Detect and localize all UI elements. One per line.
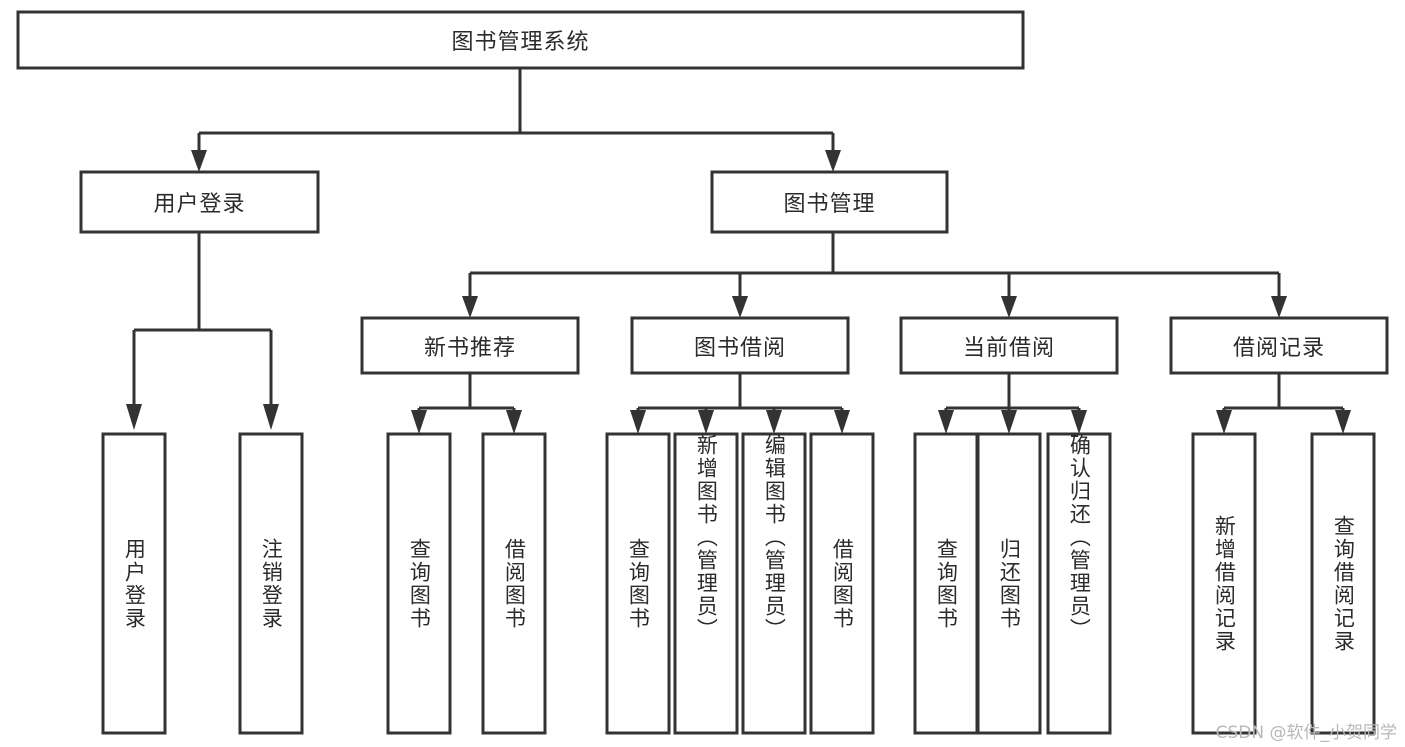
node-borrow-record-box[interactable] [1169, 316, 1389, 375]
node-book-management-box[interactable] [710, 170, 949, 234]
connector-root-to-level2 [191, 68, 841, 172]
leaf-new-book-1-box[interactable] [481, 432, 547, 735]
leaf-current-borrow-2-box[interactable] [1046, 432, 1112, 735]
node-root-box[interactable] [16, 10, 1025, 70]
leaf-borrow-record-1-box[interactable] [1310, 432, 1376, 735]
leaf-book-borrow-0-box[interactable] [605, 432, 671, 735]
node-new-book-recommend-box[interactable] [360, 316, 580, 375]
leaf-current-borrow-0-box[interactable] [913, 432, 979, 735]
leaf-borrow-record-0-box[interactable] [1191, 432, 1257, 735]
leaf-current-borrow-1-box[interactable] [976, 432, 1042, 735]
leaf-user-login-1-box[interactable] [238, 432, 304, 735]
connector-currentborrow-to-leaves [938, 373, 1087, 434]
leaf-user-login-0-box[interactable] [101, 432, 167, 735]
connector-userlogin-to-leaves [126, 232, 279, 430]
connector-bookborrow-to-leaves [630, 373, 850, 434]
connector-bookmgmt-to-level3 [462, 232, 1287, 318]
leaf-book-borrow-1-box[interactable] [673, 432, 739, 735]
leaf-book-borrow-3-box[interactable] [809, 432, 875, 735]
node-book-borrow-box[interactable] [630, 316, 850, 375]
leaf-book-borrow-2-box[interactable] [741, 432, 807, 735]
connector-borrowrecord-to-leaves [1216, 373, 1351, 434]
leaf-new-book-0-box[interactable] [386, 432, 452, 735]
connector-newbook-to-leaves [411, 373, 522, 434]
node-user-login-box[interactable] [79, 170, 320, 234]
node-current-borrow-box[interactable] [899, 316, 1119, 375]
